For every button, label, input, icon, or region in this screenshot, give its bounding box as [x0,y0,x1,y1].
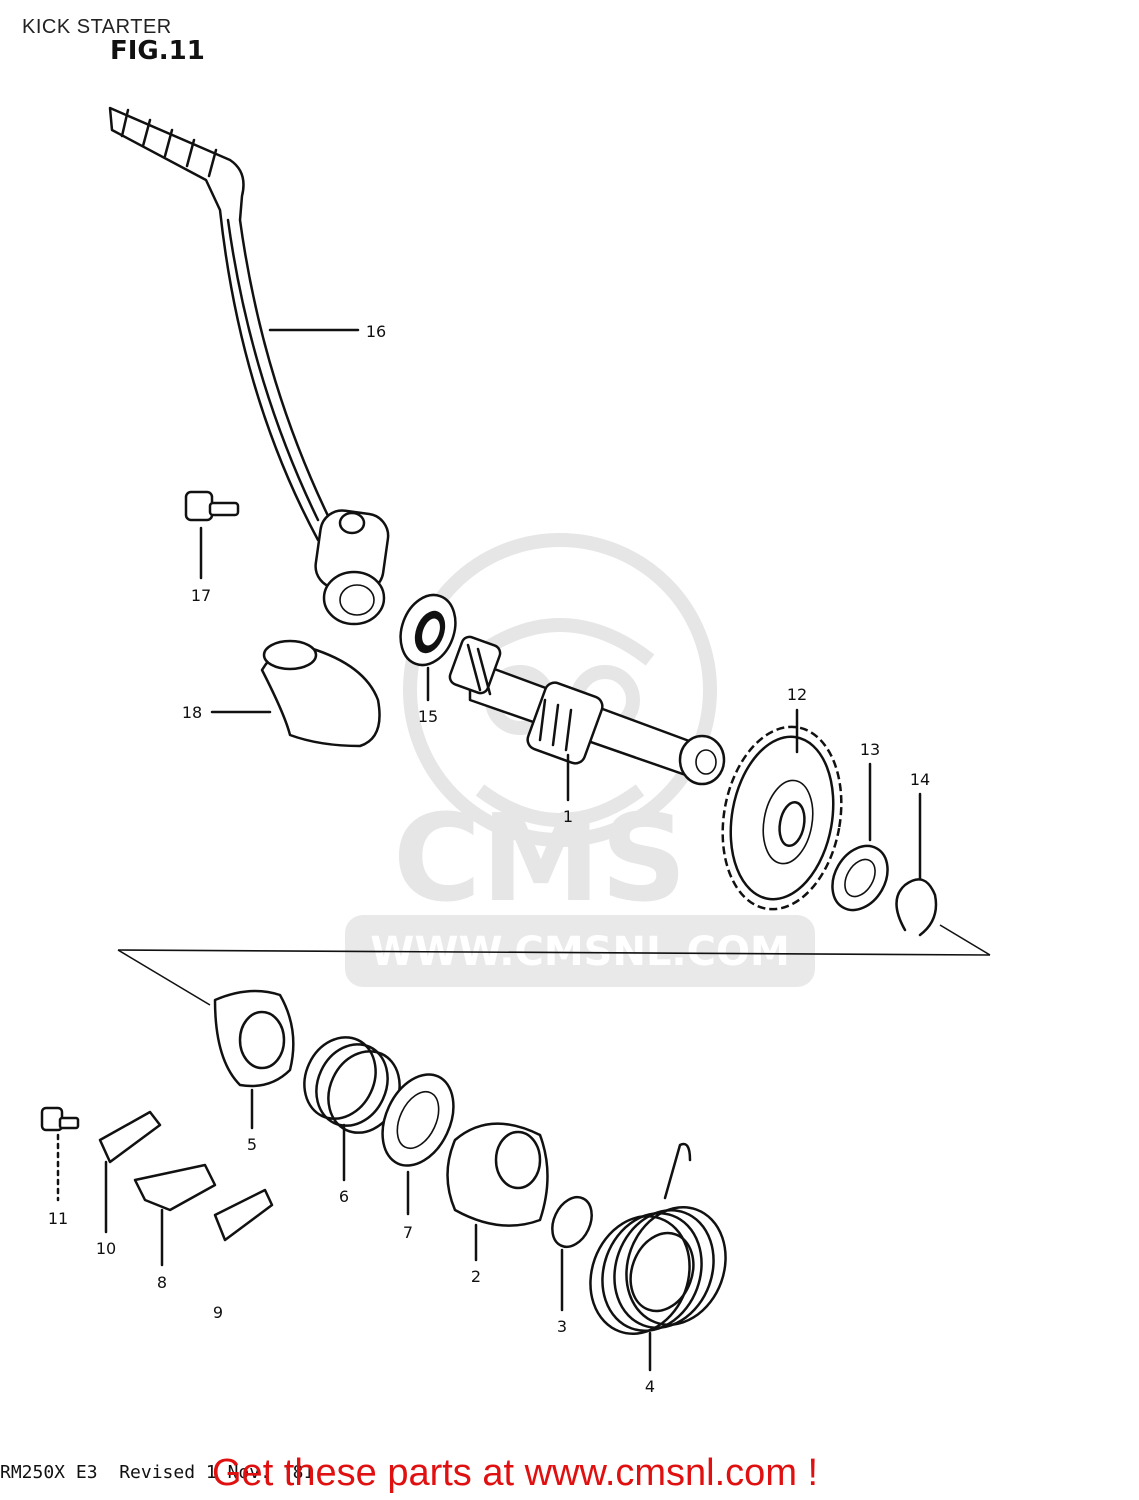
part-number-3: 3 [557,1317,567,1336]
figure-label: FIG.11 [110,36,205,66]
part-15-oil-seal [399,593,457,702]
part-17-bolt [184,490,240,580]
part-7-washer [381,1073,455,1216]
part-number-18: 18 [182,703,202,722]
part-10-stopper-plate [98,1110,162,1234]
part-number-5: 5 [247,1135,257,1154]
part-4-return-spring [589,1142,727,1372]
part-6-spring [303,1036,401,1182]
part-number-6: 6 [339,1187,349,1206]
part-number-1: 1 [563,807,573,826]
part-number-16: 16 [366,322,386,341]
watermark-mascot-icon [403,533,717,847]
part-number-2: 2 [471,1267,481,1286]
part-number-9: 9 [213,1303,223,1322]
part-2-guide [446,1122,549,1262]
part-number-14: 14 [910,770,930,789]
part-18-boot [210,639,381,748]
part-number-17: 17 [191,586,211,605]
page-title: KICK STARTER [22,16,172,38]
part-13-washer [831,762,889,912]
part-number-10: 10 [96,1239,116,1258]
part-3-circlip [551,1195,593,1312]
part-16-kick-lever [108,106,390,626]
part-number-15: 15 [418,707,438,726]
part-number-11: 11 [48,1209,68,1228]
part-5-ratchet [213,989,295,1130]
watermark-url-band [345,915,815,987]
part-number-4: 4 [645,1377,655,1396]
assembly-lines [117,924,991,1006]
part-1-shaft [448,635,726,802]
watermark-brand: CMS [393,790,687,929]
part-number-7: 7 [403,1223,413,1242]
part-11-bolt [40,1106,80,1202]
footer-model-code: RM250X E3 Revised 1 Nov. '81 [0,1462,315,1483]
part-number-8: 8 [157,1273,167,1292]
part-14-circlip [895,792,938,937]
part-number-12: 12 [787,685,807,704]
cta-link-text[interactable]: Get these parts at www.cmsnl.com ! [212,1452,819,1494]
part-number-13: 13 [860,740,880,759]
part-8-stopper-plate [133,1163,217,1267]
part-9-stopper-plate [213,1188,274,1242]
part-12-kick-gear [721,708,843,911]
